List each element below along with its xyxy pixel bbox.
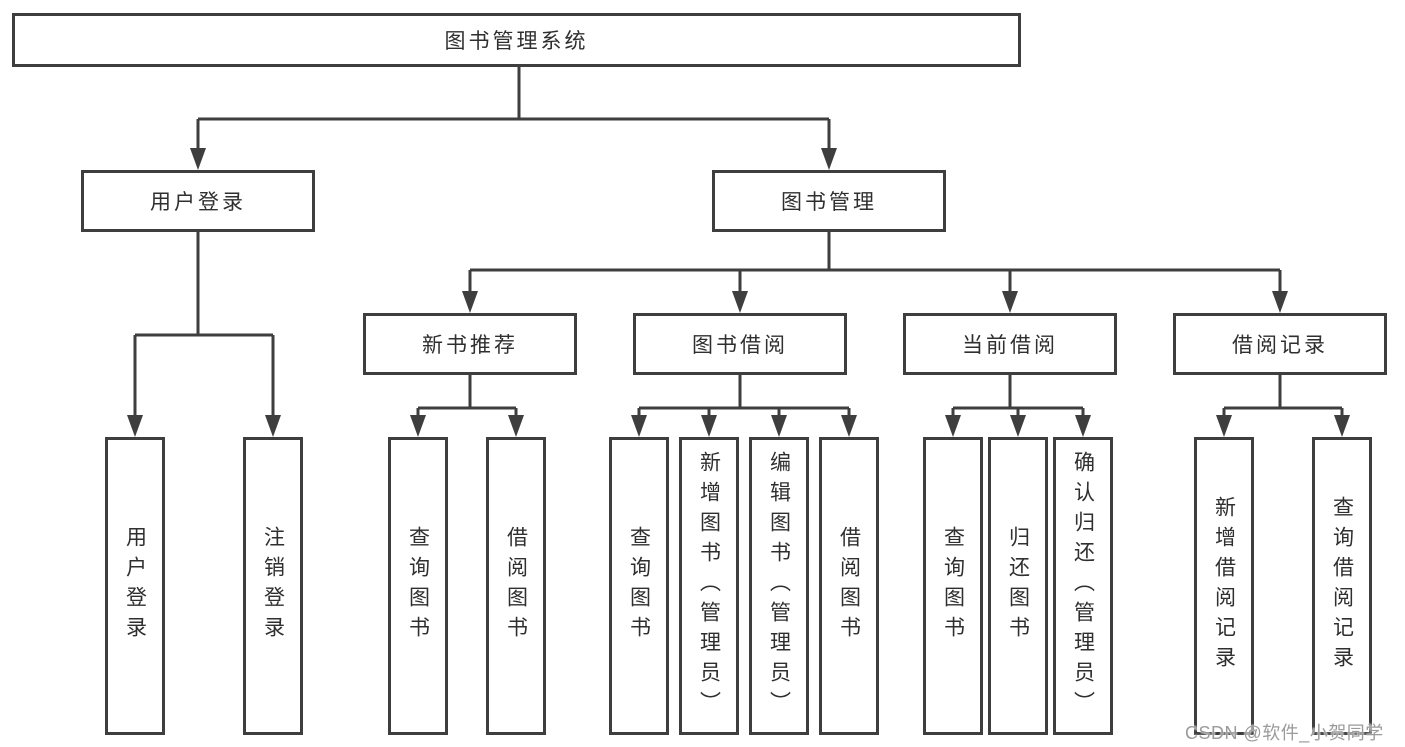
node-label: 图书管理系统: [444, 30, 589, 53]
leaf-query-books-current: 查询图书: [923, 437, 983, 735]
connector-lines: [133, 67, 1344, 419]
leaf-label: 查询图书: [627, 526, 651, 646]
node-label: 图书借阅: [692, 334, 788, 357]
node-borrowing-records: 借阅记录: [1173, 313, 1387, 375]
node-label: 当前借阅: [962, 334, 1058, 357]
node-label: 借阅记录: [1232, 334, 1328, 357]
leaf-label: 查询图书: [406, 526, 430, 646]
node-book-borrowing: 图书借阅: [633, 313, 847, 375]
leaf-label: 归还图书: [1006, 526, 1030, 646]
csdn-watermark: CSDN @软件_小贺同学: [1185, 723, 1384, 743]
leaf-borrow-books-recommend: 借阅图书: [486, 437, 546, 735]
leaf-query-books-recommend: 查询图书: [388, 437, 448, 735]
leaf-user-login: 用户登录: [105, 437, 165, 735]
leaf-logout-login: 注销登录: [243, 437, 303, 735]
leaf-label: 用户登录: [123, 526, 147, 646]
node-new-book-recommendation: 新书推荐: [363, 313, 577, 375]
leaf-add-borrow-record: 新增借阅记录: [1194, 437, 1254, 735]
arrowhead-icons: [127, 148, 1350, 437]
node-label: 新书推荐: [422, 334, 518, 357]
node-user-login: 用户登录: [81, 170, 315, 232]
leaf-label: 查询借阅记录: [1330, 496, 1354, 676]
node-library-management-system: 图书管理系统: [12, 13, 1021, 67]
leaf-label: 新增借阅记录: [1212, 496, 1236, 676]
leaf-query-books-borrow: 查询图书: [609, 437, 669, 735]
node-label: 用户登录: [150, 191, 246, 214]
leaf-label: 注销登录: [261, 526, 285, 646]
leaf-label: 编辑图书（管理员）: [767, 451, 791, 721]
leaf-add-book-admin: 新增图书（管理员）: [679, 437, 739, 735]
leaf-query-borrow-record: 查询借阅记录: [1312, 437, 1372, 735]
node-label: 图书管理: [781, 191, 877, 214]
leaf-label: 确认归还（管理员）: [1071, 451, 1095, 721]
leaf-edit-book-admin: 编辑图书（管理员）: [749, 437, 809, 735]
leaf-label: 借阅图书: [837, 526, 861, 646]
node-current-borrowing: 当前借阅: [903, 313, 1117, 375]
leaf-label: 新增图书（管理员）: [697, 451, 721, 721]
leaf-confirm-return-admin: 确认归还（管理员）: [1053, 437, 1113, 735]
leaf-label: 借阅图书: [504, 526, 528, 646]
node-book-management: 图书管理: [712, 170, 946, 232]
leaf-borrow-books: 借阅图书: [819, 437, 879, 735]
leaf-return-books: 归还图书: [988, 437, 1048, 735]
leaf-label: 查询图书: [941, 526, 965, 646]
